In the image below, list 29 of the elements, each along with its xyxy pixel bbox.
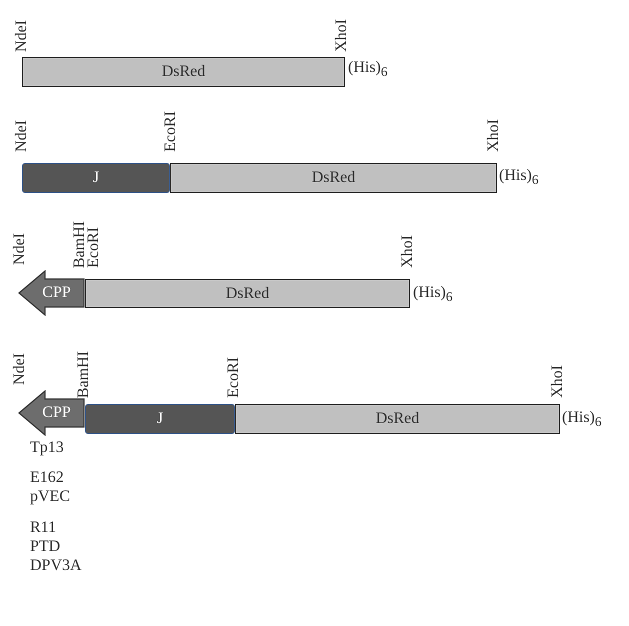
peptide-name: Tp13	[30, 440, 64, 456]
restriction-site-label: XhoI	[400, 235, 416, 268]
tag-label: (His)$_{6}$	[499, 168, 539, 188]
restriction-site-label: NdeI	[12, 233, 28, 265]
gene-segment-bar: DsRed	[85, 279, 410, 308]
gene-segment-bar: J	[85, 404, 235, 434]
gene-segment-bar: J	[22, 163, 170, 193]
restriction-site-label: EcoRI	[86, 227, 102, 268]
peptide-name: pVEC	[30, 489, 70, 505]
restriction-site-label: EcoRI	[226, 357, 242, 398]
peptide-name: PTD	[30, 539, 60, 555]
restriction-site-label: NdeI	[12, 353, 28, 385]
gene-segment-bar: DsRed	[235, 404, 560, 434]
peptide-name: R11	[30, 520, 56, 536]
gene-segment-bar: DsRed	[170, 163, 497, 193]
peptide-name: DPV3A	[30, 558, 82, 574]
restriction-site-label: BamHI	[72, 220, 88, 268]
restriction-site-label: XhoI	[334, 19, 350, 52]
restriction-site-label: NdeI	[14, 120, 30, 152]
gene-segment-bar: DsRed	[22, 57, 345, 87]
restriction-site-label: NdeI	[14, 20, 30, 52]
tag-label: (His)$_{6}$	[348, 60, 388, 80]
tag-label: (His)$_{6}$	[562, 410, 602, 430]
restriction-site-label: XhoI	[550, 365, 566, 398]
peptide-arrow: CPP	[18, 270, 85, 316]
peptide-name: E162	[30, 470, 64, 486]
restriction-site-label: EcoRI	[163, 111, 179, 152]
restriction-site-label: XhoI	[486, 119, 502, 152]
tag-label: (His)$_{6}$	[413, 285, 453, 306]
